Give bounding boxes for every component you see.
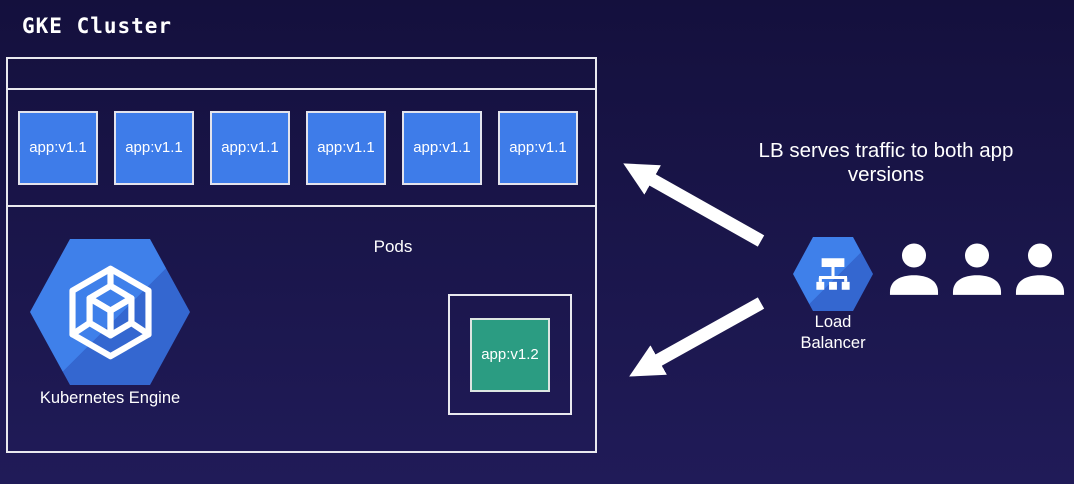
arrow-to-v1-pods (623, 163, 765, 247)
canary-pod-container: app:v1.2 (448, 294, 572, 415)
person-icon (952, 243, 1002, 295)
page-title: GKE Cluster (22, 14, 173, 38)
person-icon (1015, 243, 1065, 295)
kubernetes-cube-glyph (69, 265, 152, 360)
arrow-to-v2-pod (629, 297, 765, 377)
kubernetes-engine-label: Kubernetes Engine (39, 389, 181, 407)
pods-label: Pods (373, 237, 413, 256)
pod-v1-box: app:v1.1 (306, 110, 386, 185)
users-group (889, 238, 1065, 298)
kubernetes-engine-icon (30, 239, 190, 385)
pods-v1-row: app:v1.1 app:v1.1 app:v1.1 app:v1.1 app:… (8, 90, 595, 207)
pod-v2-box: app:v1.2 (470, 317, 550, 392)
annotation-text: LB serves traffic to both app versions (758, 139, 1014, 186)
cluster-lower-area: Pods Kubernetes Engine app:v1.2 (8, 207, 595, 449)
load-balancer-glyph (816, 258, 850, 290)
pod-v1-box: app:v1.1 (498, 110, 578, 185)
load-balancer-label: Load Balancer (800, 313, 866, 352)
person-icon (889, 243, 939, 295)
pod-v1-box: app:v1.1 (402, 110, 482, 185)
pod-v1-box: app:v1.1 (114, 110, 194, 185)
gke-cluster-box: app:v1.1 app:v1.1 app:v1.1 app:v1.1 app:… (6, 57, 597, 453)
load-balancer-icon (793, 237, 873, 311)
pod-v1-box: app:v1.1 (18, 110, 98, 185)
cluster-header-strip (8, 59, 595, 90)
pod-v1-box: app:v1.1 (210, 110, 290, 185)
